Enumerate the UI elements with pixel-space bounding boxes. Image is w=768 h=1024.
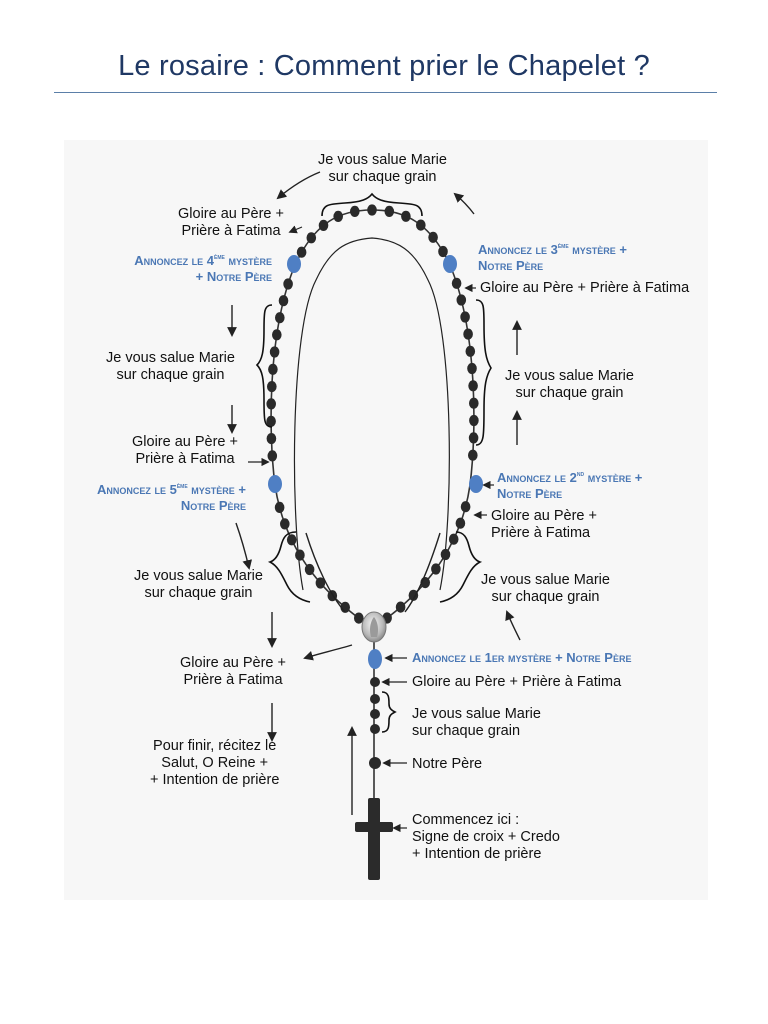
rosary-beads bbox=[266, 204, 479, 624]
rosary-bead bbox=[438, 245, 448, 258]
rosary-bead bbox=[395, 601, 406, 613]
label-gloire-left-mid: Gloire au Père +Prière à Fatima bbox=[132, 434, 238, 467]
rosary-bead bbox=[318, 219, 329, 231]
diagram-background bbox=[64, 140, 708, 900]
rosary-bead bbox=[266, 433, 277, 445]
rosary-bead bbox=[468, 380, 478, 392]
rosary-bead bbox=[428, 231, 438, 243]
label-annonce-2: Annoncez le 2nd mystère + Notre Père bbox=[497, 470, 643, 501]
rosary-bead bbox=[440, 548, 451, 561]
rosary-bead bbox=[274, 501, 285, 513]
miraculous-medal-icon bbox=[361, 611, 387, 643]
rosary-bead bbox=[460, 501, 471, 513]
label-annonce-5: Annoncez le 5ème mystère + Notre Père bbox=[96, 482, 246, 513]
rosary-bead bbox=[286, 534, 297, 546]
rosary-bead bbox=[266, 398, 277, 410]
rosary-bead bbox=[278, 295, 289, 307]
label-gloire-stem: Gloire au Père + Prière à Fatima bbox=[412, 674, 622, 690]
crucifix-icon bbox=[355, 798, 393, 880]
rosary-bead bbox=[272, 329, 282, 341]
label-gloire-left-low: Gloire au Père +Prière à Fatima bbox=[180, 655, 286, 688]
rosary-bead bbox=[451, 277, 462, 289]
rosary-bead bbox=[448, 533, 459, 545]
rosary-bead bbox=[295, 549, 305, 561]
rosary-bead bbox=[468, 432, 479, 444]
rosary-bead bbox=[367, 204, 377, 216]
mystery-bead-4 bbox=[287, 255, 301, 273]
rosary-bead bbox=[306, 232, 317, 244]
rosary-bead bbox=[350, 205, 360, 217]
mystery-bead-5 bbox=[268, 475, 282, 493]
title-divider bbox=[54, 92, 717, 93]
rosary-bead bbox=[431, 563, 441, 575]
rosary-bead bbox=[456, 294, 467, 306]
stem-bead-notre-pere bbox=[369, 757, 381, 769]
flow-inner-curve bbox=[293, 237, 450, 591]
rosary-bead bbox=[304, 563, 315, 576]
rosary-bead bbox=[280, 518, 290, 530]
rosary-bead bbox=[455, 517, 466, 529]
rosary-bead bbox=[460, 311, 470, 323]
rosary-bead bbox=[333, 210, 344, 222]
page-title: Le rosaire : Comment prier le Chapelet ? bbox=[118, 50, 650, 82]
rosary-bead bbox=[469, 397, 479, 409]
grouping-braces bbox=[255, 192, 492, 733]
rosary-bead bbox=[315, 577, 326, 589]
rosary-bead bbox=[401, 210, 411, 222]
rosary-bead bbox=[354, 612, 364, 624]
mystery-bead-2 bbox=[469, 475, 483, 493]
stem-bead bbox=[370, 709, 380, 719]
stem-bead bbox=[370, 724, 380, 734]
label-gloire-top-left: Gloire au Père +Prière à Fatima bbox=[178, 206, 284, 239]
rosary-bead bbox=[469, 414, 479, 427]
pointer-arrows bbox=[248, 225, 494, 833]
label-gloire-top-right: Gloire au Père + Prière à Fatima bbox=[480, 280, 690, 296]
rosary-bead bbox=[268, 363, 278, 375]
label-annonce-4: Annoncez le 4ème mystère + Notre Père bbox=[134, 253, 272, 284]
rosary-bead bbox=[465, 345, 476, 357]
label-notre-pere: Notre Père bbox=[412, 756, 483, 772]
rosary-bead bbox=[384, 205, 395, 217]
rosary-bead bbox=[468, 449, 478, 461]
stem-bead bbox=[370, 677, 380, 687]
stem-bead bbox=[370, 694, 380, 704]
flow-arrows bbox=[227, 171, 522, 815]
rosary-bead bbox=[467, 362, 477, 375]
rosary-bead bbox=[408, 589, 419, 601]
rosary-bead bbox=[267, 450, 278, 462]
rosary-bead bbox=[283, 278, 293, 290]
label-annonce-3: Annoncez le 3ème mystère + Notre Père bbox=[478, 242, 628, 273]
rosary-bead bbox=[269, 346, 280, 358]
label-annonce-1: Annoncez le 1er mystère + Notre Père bbox=[412, 650, 632, 665]
rosary-bead bbox=[266, 415, 276, 427]
rosary-bead bbox=[275, 312, 285, 324]
rosary-bead bbox=[267, 381, 277, 393]
label-commencez: Commencez ici :Signe de croix + Credo+ I… bbox=[412, 812, 560, 862]
rosary-bead bbox=[463, 328, 473, 340]
mystery-bead-3 bbox=[443, 255, 457, 273]
rosary-bead bbox=[416, 219, 426, 231]
mystery-bead-1 bbox=[368, 649, 382, 669]
label-gloire-right-mid: Gloire au Père +Prière à Fatima bbox=[491, 508, 597, 541]
rosary-bead bbox=[296, 246, 307, 258]
